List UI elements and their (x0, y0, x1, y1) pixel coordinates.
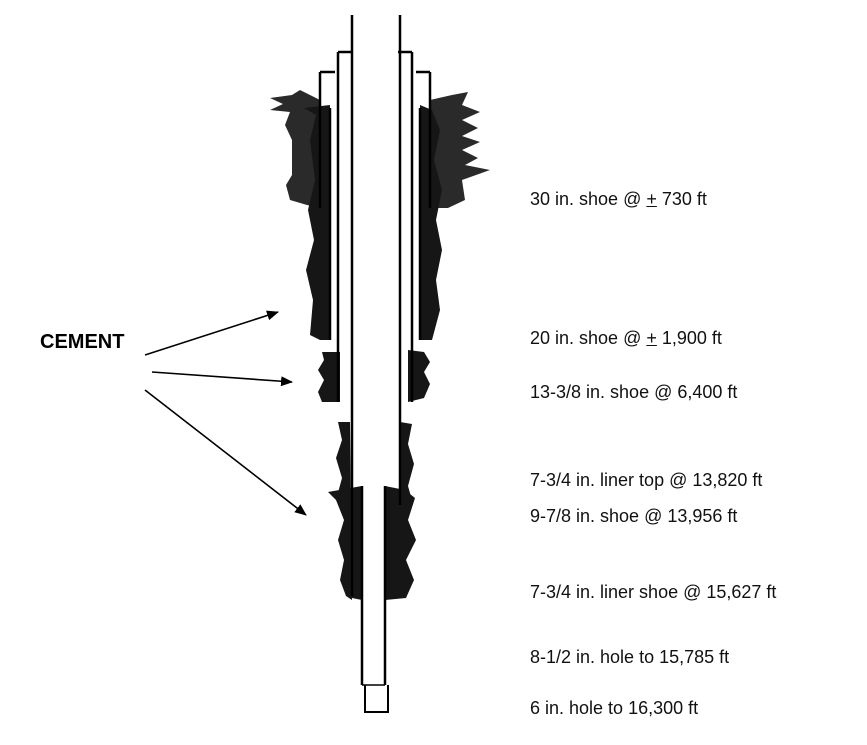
open-hole-6in (364, 685, 389, 713)
label-text: 20 in. shoe @ (530, 328, 647, 348)
cement-978-right (400, 422, 414, 505)
cement-1338-left (318, 352, 340, 402)
cement-liner-left (328, 486, 362, 600)
label-20in-shoe: 20 in. shoe @ + 1,900 ft (530, 328, 722, 349)
label-depth: 1,900 ft (656, 328, 722, 348)
cement-1338-right (408, 350, 430, 402)
label-30in-shoe: 30 in. shoe @ + 730 ft (530, 189, 707, 210)
label-text: 30 in. shoe @ (530, 189, 647, 209)
plus-minus: + (646, 189, 657, 209)
label-6in-hole: 6 in. hole to 16,300 ft (530, 698, 699, 718)
cement-20in-right (420, 105, 442, 340)
cement-arrow-3 (144, 389, 307, 516)
cement-20in-left (304, 105, 330, 340)
label-1338-shoe: 13-3/8 in. shoe @ 6,400 ft (530, 382, 738, 402)
cement-arrow-1 (144, 310, 279, 356)
label-depth: 730 ft (656, 189, 707, 209)
casing-strings (318, 15, 432, 685)
cement-liner-right (385, 486, 416, 600)
label-978-shoe: 9-7/8 in. shoe @ 13,956 ft (530, 506, 738, 526)
plus-minus: + (646, 328, 657, 348)
cement-30in-right (430, 92, 490, 208)
label-liner-top: 7-3/4 in. liner top @ 13,820 ft (530, 470, 763, 490)
label-liner-shoe: 7-3/4 in. liner shoe @ 15,627 ft (530, 582, 777, 602)
cement-callout: CEMENT (40, 331, 125, 353)
label-85in-hole: 8-1/2 in. hole to 15,785 ft (530, 647, 730, 667)
cement-30in-left (270, 90, 320, 208)
cement-arrow-2 (151, 371, 293, 387)
